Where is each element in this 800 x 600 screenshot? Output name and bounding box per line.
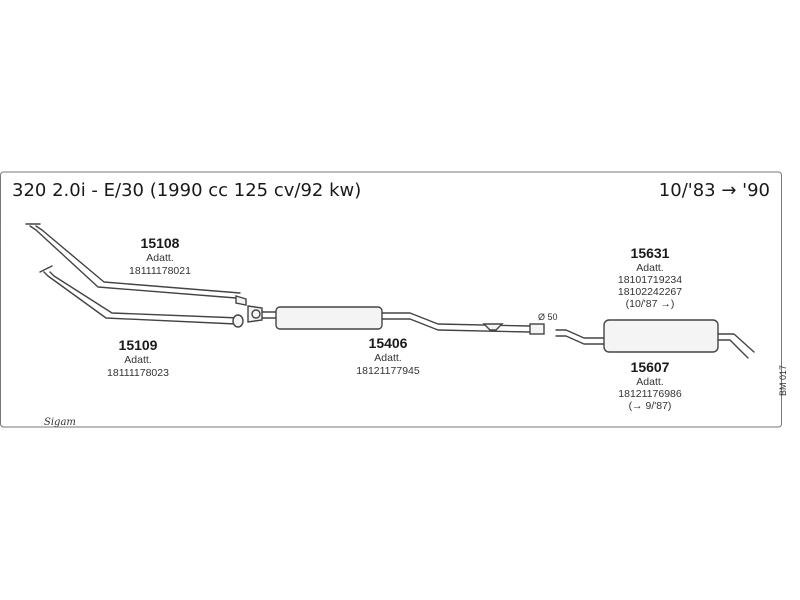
svg-text:15607: 15607 xyxy=(631,359,670,375)
svg-text:Adatt.: Adatt. xyxy=(374,352,401,364)
date-range: 10/'83 → '90 xyxy=(659,180,770,201)
svg-text:15108: 15108 xyxy=(141,235,180,251)
svg-text:15631: 15631 xyxy=(631,245,670,261)
svg-text:15109: 15109 xyxy=(119,337,158,353)
label-15406: 15406 Adatt. 18121177945 xyxy=(356,335,420,377)
front-pipe-15108 xyxy=(25,223,247,306)
drawing-code: BM 017 xyxy=(778,365,788,396)
svg-text:15406: 15406 xyxy=(369,335,408,351)
svg-text:18121177945: 18121177945 xyxy=(356,365,420,377)
brand-logo: Sigam xyxy=(44,417,76,428)
flex-joint xyxy=(247,305,263,323)
rear-muffler-15607 xyxy=(555,319,755,359)
svg-text:18102242267: 18102242267 xyxy=(618,286,682,298)
label-15109: 15109 Adatt. 18111178023 xyxy=(107,337,169,379)
center-muffler-15406 xyxy=(261,306,545,335)
diagram-frame xyxy=(0,171,782,428)
svg-text:Adatt.: Adatt. xyxy=(636,262,663,274)
svg-text:(10/'87 →): (10/'87 →) xyxy=(626,298,675,310)
svg-text:Adatt.: Adatt. xyxy=(146,252,173,264)
svg-text:18111178021: 18111178021 xyxy=(129,265,191,277)
diagram-title: 320 2.0i - E/30 (1990 cc 125 cv/92 kw) xyxy=(12,180,361,201)
svg-text:Adatt.: Adatt. xyxy=(124,354,151,366)
front-pipe-15109 xyxy=(39,265,244,328)
svg-text:18101719234: 18101719234 xyxy=(618,274,682,286)
label-15607: 15607 Adatt. 18121176986 (→ 9/'87) xyxy=(618,359,682,412)
label-15631: 15631 Adatt. 18101719234 18102242267 (10… xyxy=(618,245,682,310)
label-15108: 15108 Adatt. 18111178021 xyxy=(129,235,191,277)
diameter-annotation: Ø 50 xyxy=(538,312,558,322)
svg-text:18111178023: 18111178023 xyxy=(107,367,169,379)
svg-text:Adatt.: Adatt. xyxy=(636,376,663,388)
svg-text:(→ 9/'87): (→ 9/'87) xyxy=(629,400,672,412)
svg-text:18121176986: 18121176986 xyxy=(618,388,682,400)
